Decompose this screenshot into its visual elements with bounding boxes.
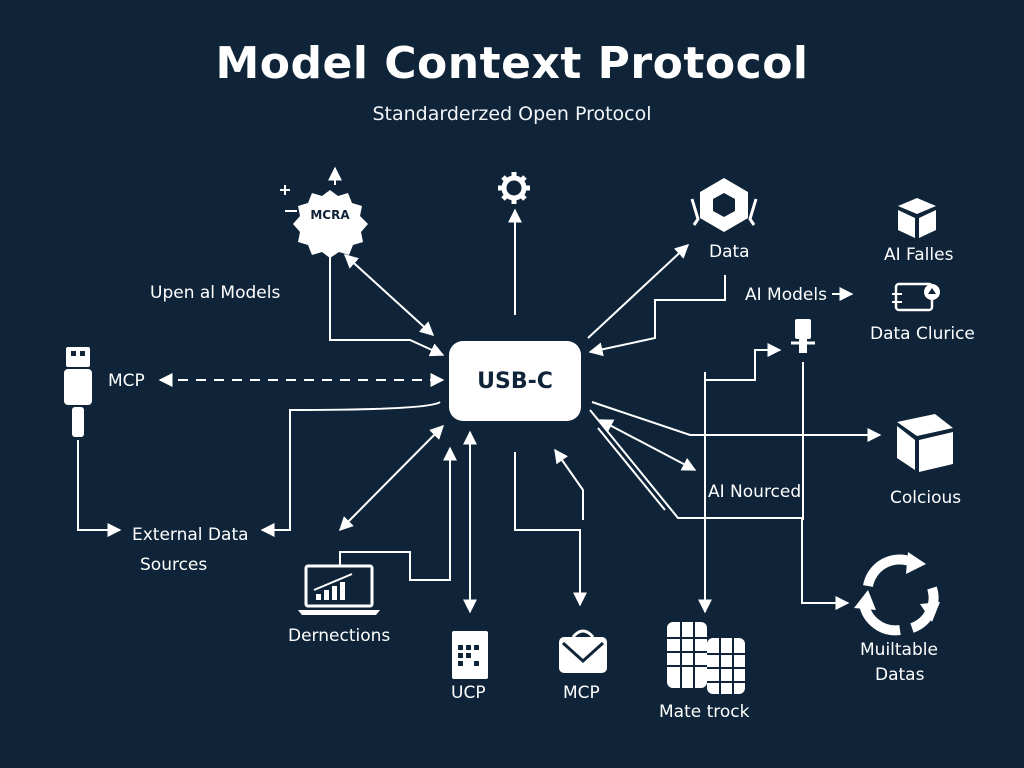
connector-hub-cube [591, 401, 882, 442]
label-data-clurice: Data Clurice [870, 324, 975, 344]
mcra-badge-icon: MCRA [280, 185, 368, 258]
database-icon [667, 622, 745, 694]
connector-hub-mcp-bottom [514, 452, 587, 607]
connector-usb-external [77, 440, 122, 537]
label-colcious: Colcious [890, 488, 962, 508]
connector-badge-hub [329, 250, 445, 357]
label-ai-models: AI Models [745, 285, 827, 305]
connector-hub-badge-diag [343, 254, 435, 336]
connector-hub-external [260, 401, 441, 537]
page-subtitle: Standarderzed Open Protocol [372, 103, 652, 125]
label-data-top: Data [709, 242, 750, 262]
label-mcp-left: MCP [108, 371, 145, 391]
connector-icon [791, 319, 815, 353]
connector-laptop-hub [339, 446, 457, 581]
connector-mcp-bottom-hub [554, 448, 584, 520]
document-grid-icon [452, 631, 488, 679]
connector-hub-ucp-diag [597, 427, 666, 511]
connector-hub-dernections [339, 425, 444, 531]
page-title: Model Context Protocol [215, 38, 809, 89]
label-dernections: Dernections [288, 626, 391, 646]
label-ucp: UCP [451, 683, 486, 703]
label-external-1: External Data [132, 525, 249, 545]
connector-hub-ainourced [598, 419, 697, 471]
recycle-icon [854, 552, 940, 636]
label-mate-track: Mate trock [659, 702, 750, 722]
label-ai-falles: AI Falles [884, 245, 954, 265]
label-external-2: Sources [140, 555, 208, 575]
connector-ai-models-hub [588, 275, 726, 357]
folder-icon [892, 282, 940, 312]
label-multiple-1: Muiltable [860, 640, 938, 660]
usb-c-hub: USB-C [449, 341, 581, 421]
envelope-icon [559, 629, 607, 673]
usb-plug-icon [64, 347, 92, 437]
box-icon [898, 198, 936, 238]
hexagon-icon [690, 178, 758, 232]
connector-mate-connector [705, 343, 782, 381]
badge-text: MCRA [310, 208, 350, 222]
laptop-chart-icon [298, 564, 380, 615]
label-mcp-bottom: MCP [563, 683, 600, 703]
gear-icon [498, 172, 530, 204]
connector-hub-data [587, 244, 690, 339]
label-multiple-2: Datas [875, 665, 925, 685]
hub-label: USB-C [477, 368, 553, 394]
label-ai-nourced: AI Nourced [708, 482, 802, 502]
label-open-models: Upen al Models [150, 283, 281, 303]
cube-icon [897, 414, 953, 472]
